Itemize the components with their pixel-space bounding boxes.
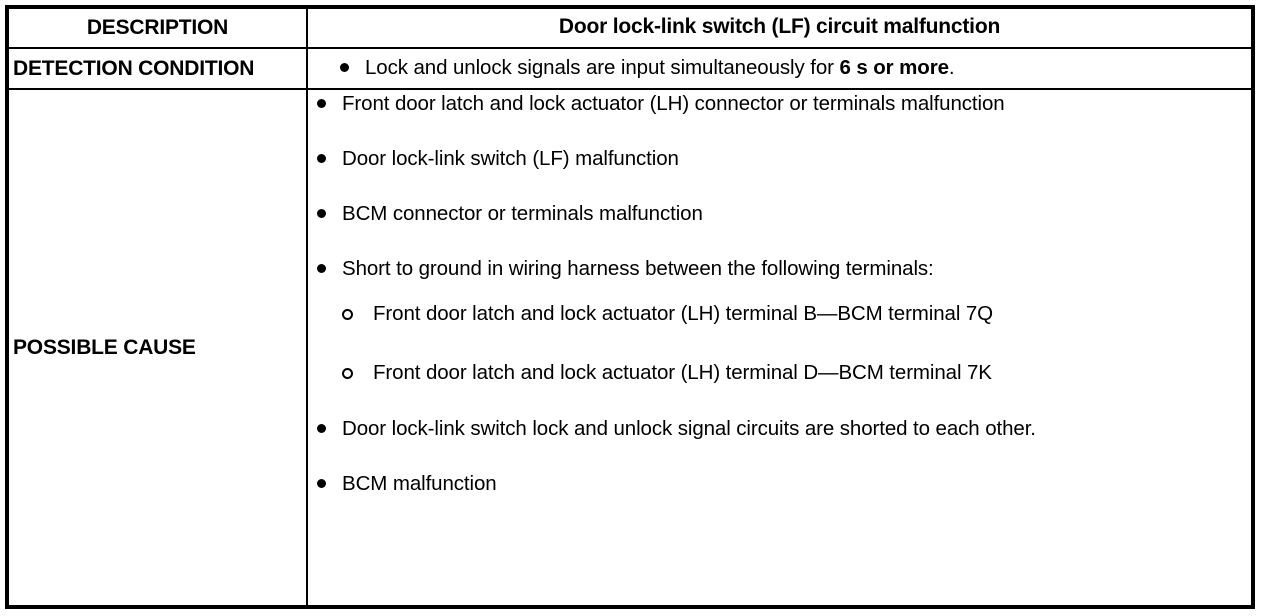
list-item-label: Short to ground in wiring harness betwee… bbox=[342, 257, 934, 280]
list-item: BCM malfunction bbox=[308, 470, 1251, 497]
bullet-dot-icon bbox=[317, 424, 326, 433]
cell-detection-condition-content: Lock and unlock signals are input simult… bbox=[308, 49, 1251, 88]
bullet-dot-icon bbox=[317, 264, 326, 273]
detection-condition-text-bold: 6 s or more bbox=[839, 56, 949, 79]
detection-condition-text-after: . bbox=[948, 56, 955, 79]
table-row-detection-condition: DETECTION CONDITION Lock and unlock sign… bbox=[9, 49, 1251, 90]
possible-cause-list: Front door latch and lock actuator (LH) … bbox=[308, 90, 1251, 497]
bullet-dot-icon bbox=[317, 479, 326, 488]
detection-condition-item: Lock and unlock signals are input simult… bbox=[308, 49, 1251, 86]
row-label-description: DESCRIPTION bbox=[9, 9, 308, 47]
bullet-dot-icon bbox=[317, 209, 326, 218]
list-item-label: Front door latch and lock actuator (LH) … bbox=[373, 302, 994, 325]
list-item-label: Door lock-link switch lock and unlock si… bbox=[342, 417, 1036, 440]
list-item: Front door latch and lock actuator (LH) … bbox=[342, 300, 1251, 328]
list-item: BCM connector or terminals malfunction bbox=[308, 200, 1251, 227]
list-item-label: BCM connector or terminals malfunction bbox=[342, 202, 703, 225]
list-item: Front door latch and lock actuator (LH) … bbox=[342, 359, 1251, 387]
list-item-label: BCM malfunction bbox=[342, 472, 497, 495]
cell-possible-cause-content: Front door latch and lock actuator (LH) … bbox=[308, 90, 1251, 605]
row-label-detection-condition: DETECTION CONDITION bbox=[9, 49, 308, 88]
bullet-dot-icon bbox=[340, 63, 349, 72]
list-item: Door lock-link switch lock and unlock si… bbox=[308, 415, 1251, 442]
malfunction-title: Door lock-link switch (LF) circuit malfu… bbox=[558, 15, 1001, 38]
list-item-label: Front door latch and lock actuator (LH) … bbox=[373, 361, 992, 384]
dtc-diagnosis-table: DESCRIPTION Door lock-link switch (LF) c… bbox=[5, 5, 1255, 609]
list-item-label: Door lock-link switch (LF) malfunction bbox=[342, 147, 679, 170]
row-label-possible-cause: POSSIBLE CAUSE bbox=[9, 90, 308, 605]
bullet-circle-icon bbox=[342, 368, 353, 379]
table-row-description: DESCRIPTION Door lock-link switch (LF) c… bbox=[9, 9, 1251, 49]
terminal-sublist: Front door latch and lock actuator (LH) … bbox=[342, 300, 1251, 387]
bullet-dot-icon bbox=[317, 154, 326, 163]
list-item-label: Front door latch and lock actuator (LH) … bbox=[342, 92, 1005, 115]
detection-condition-text-before: Lock and unlock signals are input simult… bbox=[365, 56, 840, 79]
bullet-dot-icon bbox=[317, 99, 326, 108]
table-row-possible-cause: POSSIBLE CAUSE Front door latch and lock… bbox=[9, 90, 1251, 605]
cell-description-content: Door lock-link switch (LF) circuit malfu… bbox=[308, 9, 1251, 47]
list-item: Door lock-link switch (LF) malfunction bbox=[308, 145, 1251, 172]
list-item: Front door latch and lock actuator (LH) … bbox=[308, 90, 1251, 117]
bullet-circle-icon bbox=[342, 309, 353, 320]
list-item: Short to ground in wiring harness betwee… bbox=[308, 255, 1251, 387]
